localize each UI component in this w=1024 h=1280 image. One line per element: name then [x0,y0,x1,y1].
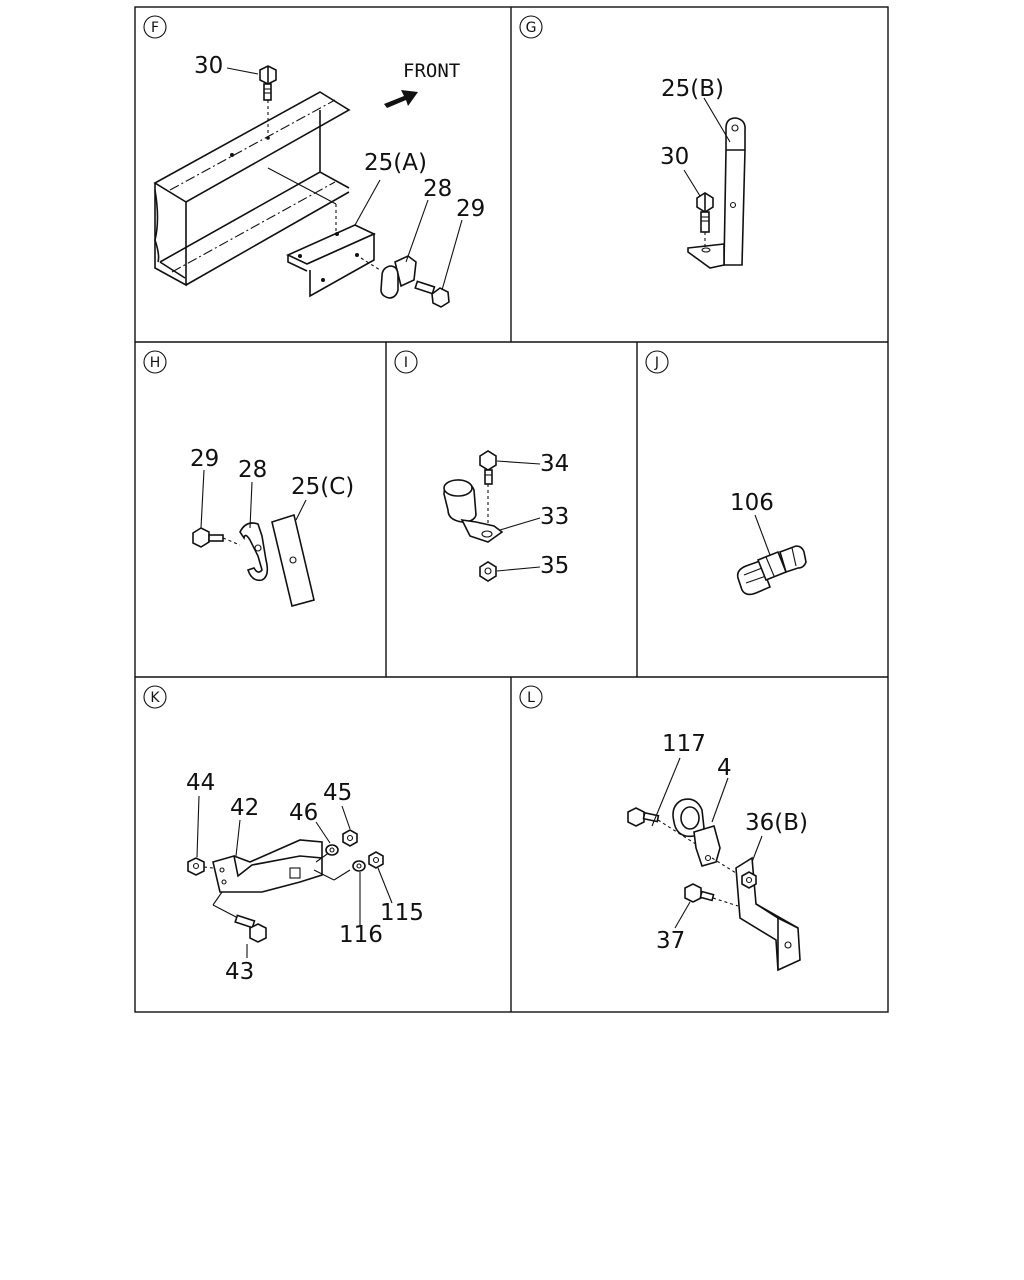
nut-44 [187,857,205,876]
clamp-4 [672,798,745,879]
callout-29-h: 29 [190,446,219,472]
svg-text:H: H [150,355,161,371]
washer-46 [325,844,339,856]
panel-i: I 34 33 35 [394,350,569,582]
callout-106: 106 [730,490,774,516]
clamp-33 [443,479,504,543]
callout-25b: 25(B) [661,76,724,102]
bracket-25a [267,167,376,298]
panel-letter-k: K [143,685,167,709]
bolt-30 [259,65,277,101]
callout-25c: 25(C) [291,474,354,500]
connector-106 [736,545,807,596]
panel-letter-g: G [519,15,543,39]
callout-28: 28 [423,176,452,202]
callout-34: 34 [540,451,569,477]
callout-36b: 36(B) [745,810,808,836]
nut-35 [479,561,497,582]
callout-28-h: 28 [238,457,267,483]
bolt-37 [684,883,739,907]
callout-44: 44 [186,770,215,796]
bolt-29 [414,280,450,308]
panel-letter-h: H [143,350,167,374]
callout-35: 35 [540,553,569,579]
svg-text:G: G [526,20,537,36]
callout-30: 30 [194,53,223,79]
svg-text:I: I [404,355,408,371]
callout-33: 33 [540,504,569,530]
callout-115: 115 [380,900,424,926]
panel-grid [134,6,889,1013]
svg-text:L: L [527,690,535,706]
bolt-30-g [696,192,714,248]
bracket-25b [687,117,746,269]
front-arrow-icon [384,90,418,108]
panel-k: K 44 42 46 [143,685,424,985]
callout-30-g: 30 [660,144,689,170]
svg-text:F: F [151,20,159,36]
bolt-117 [627,807,703,849]
bolt-34 [479,450,497,530]
panel-l: L 117 4 36(B) [519,685,808,972]
panel-g: G 25(B) 30 [519,15,746,269]
callout-29-f: 29 [456,196,485,222]
nut-115 [368,851,384,869]
bolt-43 [234,914,267,943]
callout-42: 42 [230,795,259,821]
panel-h: H 29 28 25(C) [143,350,354,607]
washer-116 [352,860,366,872]
callout-117: 117 [662,731,706,757]
callout-45: 45 [323,780,352,806]
svg-text:J: J [654,355,659,371]
bolt-29-h [192,527,241,548]
panel-letter-l: L [519,685,543,709]
callout-43: 43 [225,959,254,985]
callout-25a: 25(A) [364,150,427,176]
svg-text:K: K [150,690,160,706]
nut-45 [342,829,358,847]
panel-letter-j: J [645,350,669,374]
panel-j: J 106 [645,350,807,596]
clip-28 [360,255,417,299]
callout-116: 116 [339,922,383,948]
callout-37: 37 [656,928,685,954]
panel-f: F 30 FRO [143,15,485,308]
frame-rail [153,91,351,287]
clip-28-h [239,522,269,582]
callout-46: 46 [289,800,318,826]
panel-letter-i: I [394,350,418,374]
bracket-36b [735,856,801,972]
callout-4: 4 [717,755,732,781]
front-label: FRONT [403,60,460,82]
bracket-42 [203,839,351,919]
panel-letter-f: F [143,15,167,39]
bracket-25c [271,513,315,607]
